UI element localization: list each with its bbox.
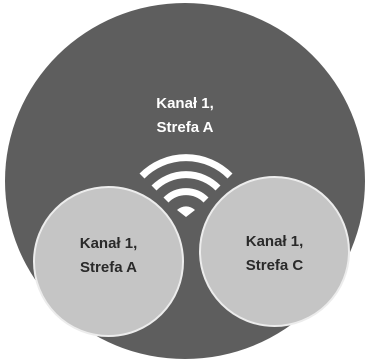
- outer-zone-label: Kanał 1, Strefa A: [115, 92, 255, 140]
- inner-zone-right-label: Kanał 1, Strefa C: [199, 230, 350, 278]
- inner-zone-left-label: Kanał 1, Strefa A: [33, 232, 184, 280]
- inner-zone-left-label-line2: Strefa A: [80, 259, 137, 276]
- inner-zone-left-label-line1: Kanał 1,: [79, 235, 138, 252]
- outer-zone-label-line1: Kanał 1,: [156, 95, 214, 112]
- wifi-icon: [139, 154, 233, 217]
- inner-zone-right-label-line1: Kanał 1,: [245, 233, 304, 250]
- inner-zone-right-label-line2: Strefa C: [245, 257, 304, 274]
- inner-zone-right-circle: [199, 176, 350, 327]
- inner-zone-left-circle: [33, 186, 184, 337]
- outer-zone-label-line2: Strefa A: [156, 119, 214, 136]
